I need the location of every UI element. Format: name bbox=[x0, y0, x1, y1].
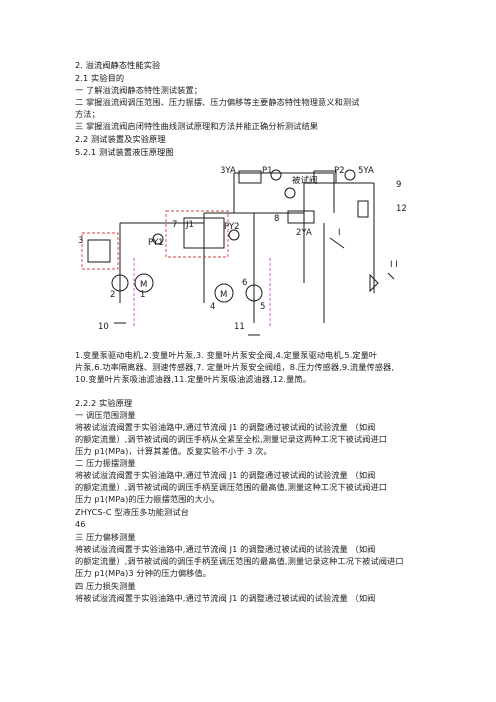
legend-line-2: 片泵,6.功率隔离器、测速传感器,7. 定量叶片泵安全阀组，8.压力传感器,9.… bbox=[75, 362, 395, 372]
para-4-line-a: 将被试溢流阀置于实验油路中,通过节流阀 J1 的调整通过被试阀的试验流量 （如阀 bbox=[75, 593, 376, 603]
legend-line-1: 1.变量泵驱动电机,2.变量叶片泵,3. 变量叶片泵安全阀,4.定量泵驱动电机,… bbox=[75, 350, 378, 360]
label-n3: 3 bbox=[78, 236, 83, 246]
footer-page-number: 46 bbox=[75, 519, 86, 529]
label-n9: 9 bbox=[396, 180, 401, 190]
para-1-line-b: 的额定流量）,调节被试阀的调压手柄从全紧至全松,测量记录这两种工况下被试阀进口 bbox=[75, 434, 388, 444]
legend-line-3: 10.变量叶片泵吸油滤油器,11.定量叶片泵吸油滤油器,12.量筒。 bbox=[75, 374, 311, 384]
goal-2-cont: 方法； bbox=[75, 109, 100, 119]
label-py2: PY2 bbox=[224, 222, 240, 232]
goal-3: 三 掌握溢流阀启闭特性曲线测试原理和方法并能正确分析测试结果 bbox=[75, 121, 319, 131]
para-2-line-c: 压力 p1(MPa)的压力振摆范围的大小。 bbox=[75, 494, 220, 504]
label-py1: PY1 bbox=[148, 238, 164, 248]
para-4-heading: 四 压力损失测量 bbox=[75, 581, 136, 591]
para-1-heading: 一 调压范围测量 bbox=[75, 410, 136, 420]
label-n6: 6 bbox=[242, 278, 247, 288]
heading-2-2-2: 2.2.2 实验原理 bbox=[75, 398, 133, 408]
label-p1: P1 bbox=[262, 166, 273, 176]
goal-2: 二 掌握溢流阀调压范围、压力振摆、压力偏移等主要静态特性物理意义和测试 bbox=[75, 97, 360, 107]
label-n11: 11 bbox=[234, 322, 245, 332]
label-n10: 10 bbox=[98, 322, 109, 332]
para-3-heading: 三 压力偏移测量 bbox=[75, 532, 136, 542]
para-1-line-a: 将被试溢流阀置于实验油路中,通过节流阀 J1 的调整通过被试阀的试验流量 （如阀 bbox=[75, 422, 376, 432]
label-tested-valve: 被试阀 bbox=[292, 175, 318, 186]
label-n4: 4 bbox=[210, 302, 215, 312]
label-n12: 12 bbox=[396, 204, 407, 214]
label-n2: 2 bbox=[110, 290, 115, 300]
section-title: 2. 溢流阀静态性能实验 bbox=[75, 60, 161, 70]
para-2-line-b: 的额定流量）,调节被试阀的调压手柄至调压范围的最高值,测量这种工况下被试阀进口 bbox=[75, 482, 388, 492]
label-n5: 5 bbox=[260, 302, 265, 312]
label-motor-4: M bbox=[220, 290, 227, 300]
label-j1: J1 bbox=[185, 220, 194, 230]
para-1-line-c: 压力 p1(MPa)，计算其差值。反复实验不小于 3 次。 bbox=[75, 446, 272, 456]
para-2-heading: 二 压力振摆测量 bbox=[75, 458, 136, 468]
label-n7: 7 bbox=[172, 220, 177, 230]
label-motor-1: M bbox=[140, 280, 147, 290]
label-2ya: 2YA bbox=[296, 228, 312, 238]
goal-1: 一 了解溢流阀静态特性测试装置； bbox=[75, 85, 203, 95]
label-3ya: 3YA bbox=[220, 166, 236, 176]
label-n1: 1 bbox=[140, 290, 145, 300]
label-5ya: 5YA bbox=[358, 166, 374, 176]
hydraulic-schematic: 3YA P1 被试阀 P2 5YA 9 12 PY2 8 2YA I I I 3… bbox=[78, 166, 407, 336]
heading-2-1: 2.1 实验目的 bbox=[75, 73, 125, 83]
footer-model: ZHYCS-C 型液压多功能测试台 bbox=[75, 507, 189, 517]
label-i: I bbox=[338, 228, 341, 238]
heading-2-2: 2.2 测试装置及实验原理 bbox=[75, 134, 166, 144]
para-2-line-a: 将被试溢流阀置于实验油路中,通过节流阀 J1 的调整通过被试阀的试验流量 （如阀 bbox=[75, 470, 376, 480]
para-3-line-c: 压力 p1(MPa)3 分钟的压力偏移值。 bbox=[75, 568, 212, 578]
label-n8: 8 bbox=[274, 214, 279, 224]
para-3-line-a: 将被试溢流阀置于实验油路中,通过节流阀 J1 的调整通过被试阀的试验流量 （如阀 bbox=[75, 544, 376, 554]
heading-5-2-1: 5.2.1 测试装置液压原理图 bbox=[75, 147, 174, 157]
label-p2: P2 bbox=[334, 166, 345, 176]
para-3-line-b: 的额定流量）,调节被试阀的调压手柄至调压范围的最高值,测量记录这种工况下被试阀进… bbox=[75, 556, 404, 566]
label-ii: I I bbox=[390, 260, 398, 270]
